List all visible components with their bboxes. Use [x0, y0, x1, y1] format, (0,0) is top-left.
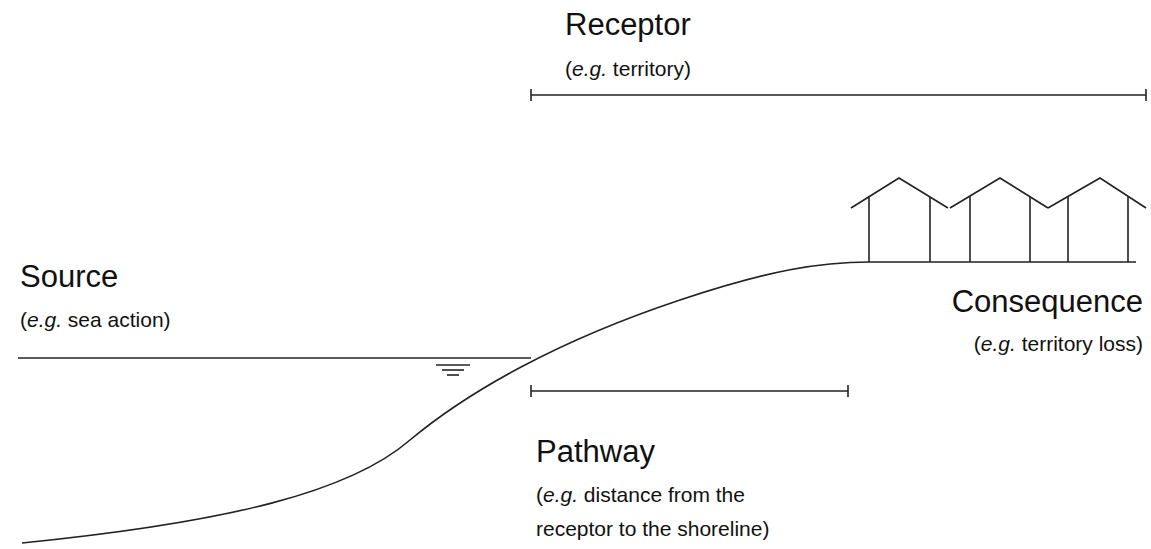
water-symbol [442, 369, 464, 371]
source-title: Source [20, 258, 118, 295]
pathway-example: (e.g. distance from the receptor to the … [536, 478, 798, 547]
water-symbol [436, 364, 470, 366]
pathway-bracket [531, 390, 848, 392]
receptor-example: (e.g. territory) [565, 52, 691, 87]
consequence-example: (e.g. territory loss) [974, 327, 1143, 362]
houses [851, 178, 1146, 262]
water-line [18, 357, 531, 359]
water-symbol [447, 374, 459, 376]
bracket-tick [530, 89, 532, 101]
source-example: (e.g. sea action) [20, 303, 171, 338]
bracket-tick [530, 385, 532, 397]
receptor-title: Receptor [565, 6, 691, 43]
consequence-title: Consequence [952, 283, 1143, 320]
bracket-tick [847, 385, 849, 397]
receptor-bracket [531, 94, 1146, 96]
bracket-tick [1145, 89, 1147, 101]
pathway-title: Pathway [536, 433, 655, 470]
